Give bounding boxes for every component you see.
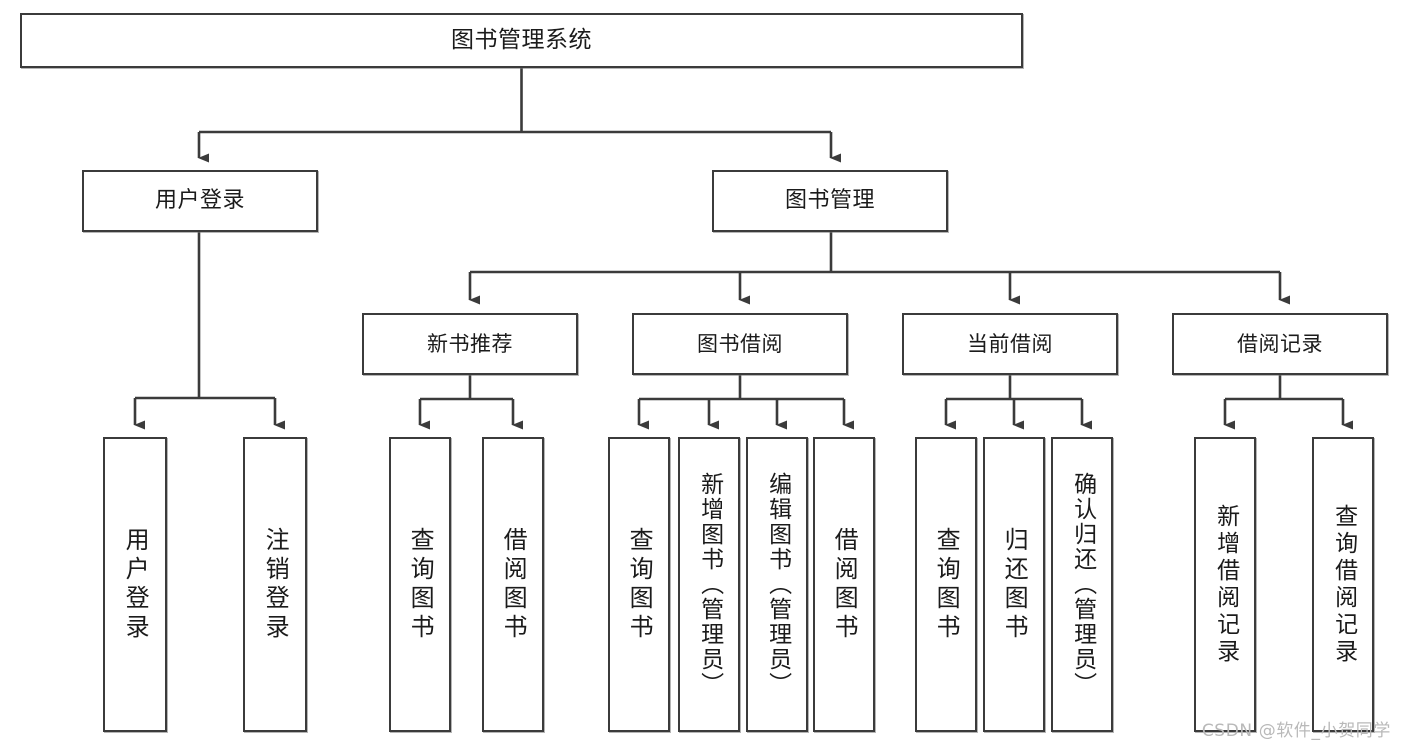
node-leaf-return-book[interactable]: 归还图书 (983, 437, 1045, 732)
node-user-login[interactable]: 用户登录 (82, 170, 318, 232)
node-book-manage-label: 图书管理 (784, 188, 875, 214)
node-leaf-add-book-label: 新增图书（管理员） (696, 472, 723, 697)
node-book-borrow-label: 图书借阅 (697, 331, 783, 356)
node-book-borrow[interactable]: 图书借阅 (632, 313, 848, 375)
node-leaf-query-book-3-label: 查询图书 (932, 526, 961, 643)
node-current-borrow-label: 当前借阅 (967, 331, 1053, 356)
node-leaf-user-login[interactable]: 用户登录 (103, 437, 167, 732)
node-leaf-query-book-2-label: 查询图书 (625, 526, 654, 643)
node-leaf-borrow-book-1[interactable]: 借阅图书 (482, 437, 544, 732)
node-leaf-query-record-label: 查询借阅记录 (1330, 503, 1357, 666)
node-book-manage[interactable]: 图书管理 (712, 170, 948, 232)
node-leaf-user-logout[interactable]: 注销登录 (243, 437, 307, 732)
node-leaf-add-record[interactable]: 新增借阅记录 (1194, 437, 1256, 732)
node-current-borrow[interactable]: 当前借阅 (902, 313, 1118, 375)
node-leaf-borrow-book-2-label: 借阅图书 (830, 526, 859, 643)
node-new-book-rec[interactable]: 新书推荐 (362, 313, 578, 375)
node-user-login-label: 用户登录 (154, 188, 245, 214)
edge-group (133, 68, 1353, 430)
node-leaf-return-book-label: 归还图书 (1000, 526, 1029, 643)
node-root[interactable]: 图书管理系统 (20, 13, 1023, 68)
node-leaf-query-record[interactable]: 查询借阅记录 (1312, 437, 1374, 732)
node-leaf-borrow-book-2[interactable]: 借阅图书 (813, 437, 875, 732)
node-borrow-record[interactable]: 借阅记录 (1172, 313, 1388, 375)
node-leaf-query-book-3[interactable]: 查询图书 (915, 437, 977, 732)
node-borrow-record-label: 借阅记录 (1237, 331, 1323, 356)
node-new-book-rec-label: 新书推荐 (427, 331, 513, 356)
node-leaf-user-logout-label: 注销登录 (261, 526, 290, 643)
node-leaf-confirm-return-label: 确认归还（管理员） (1069, 472, 1096, 697)
node-leaf-query-book-2[interactable]: 查询图书 (608, 437, 670, 732)
node-leaf-add-book[interactable]: 新增图书（管理员） (678, 437, 740, 732)
node-leaf-edit-book[interactable]: 编辑图书（管理员） (746, 437, 808, 732)
node-leaf-query-book-1[interactable]: 查询图书 (389, 437, 451, 732)
node-leaf-confirm-return[interactable]: 确认归还（管理员） (1051, 437, 1113, 732)
node-root-label: 图书管理系统 (451, 26, 592, 53)
node-leaf-add-record-label: 新增借阅记录 (1212, 503, 1239, 666)
node-leaf-borrow-book-1-label: 借阅图书 (499, 526, 528, 643)
node-leaf-edit-book-label: 编辑图书（管理员） (764, 472, 791, 697)
node-leaf-query-book-1-label: 查询图书 (406, 526, 435, 643)
node-leaf-user-login-label: 用户登录 (121, 526, 150, 643)
